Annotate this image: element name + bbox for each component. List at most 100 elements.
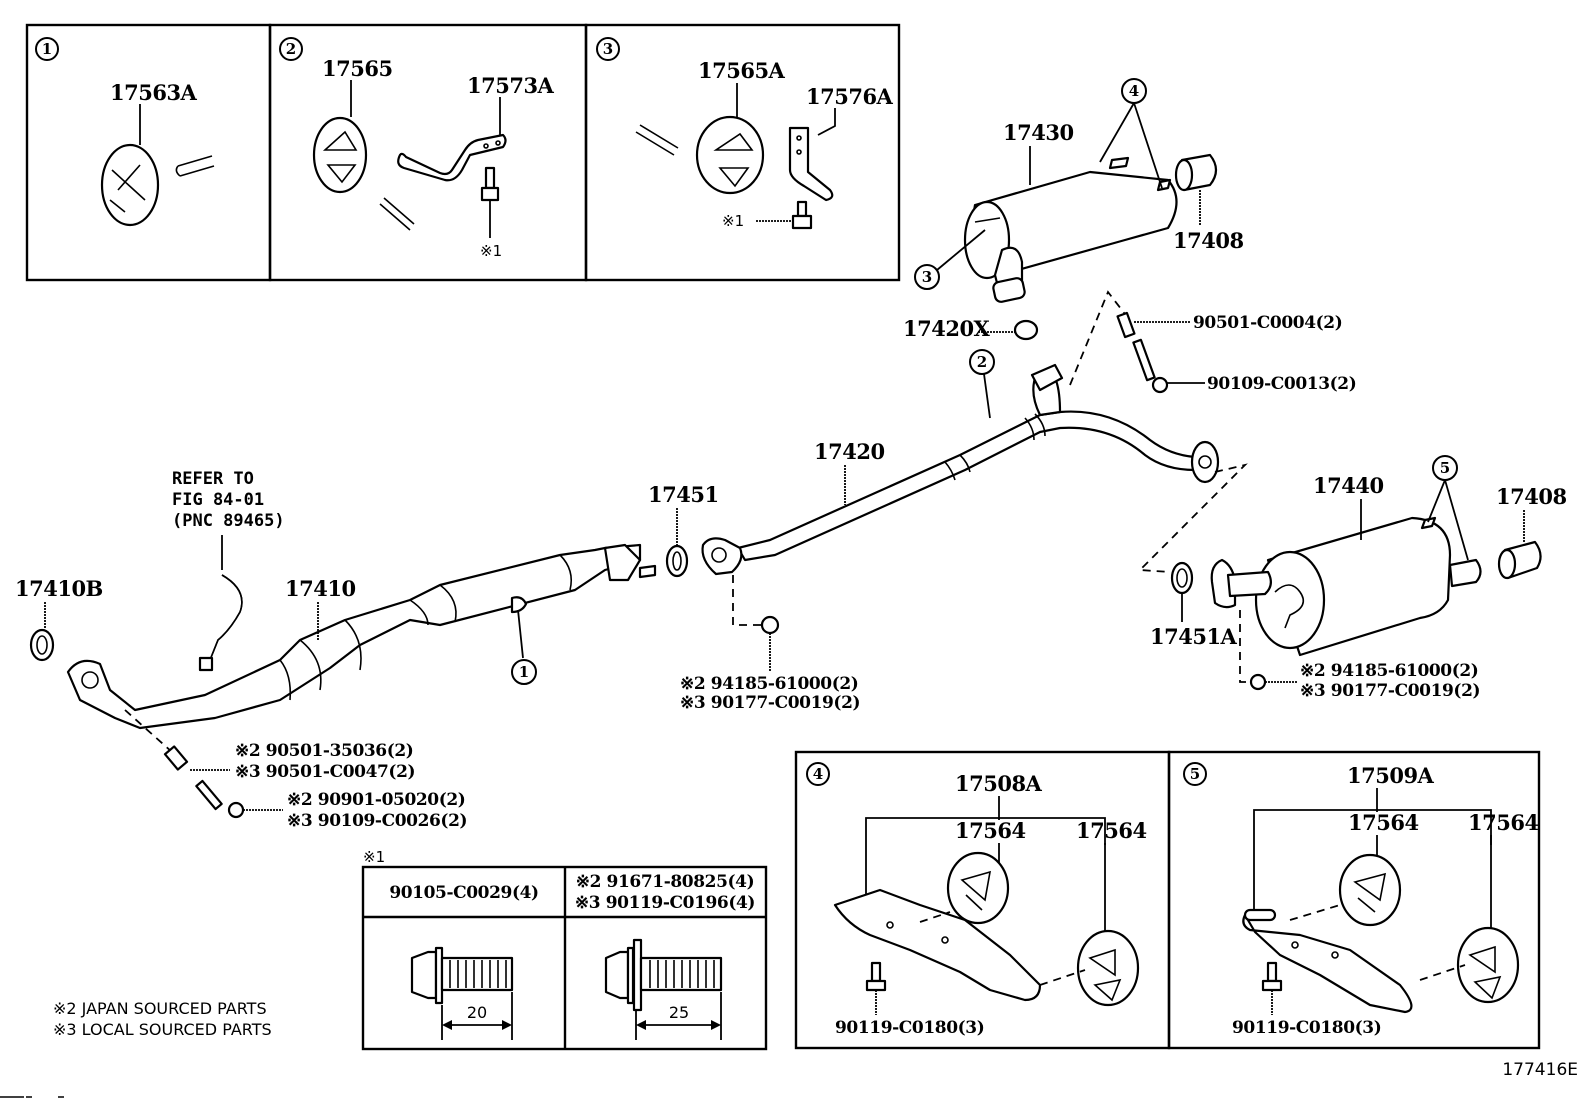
part-label-17410[interactable]: 17410 bbox=[285, 576, 356, 601]
flange-bolt-20-icon bbox=[410, 946, 514, 1040]
oxygen-sensor-icon bbox=[198, 574, 243, 672]
bolt-icon bbox=[1132, 338, 1169, 394]
bracket-icon bbox=[397, 133, 507, 182]
part-label-17451[interactable]: 17451 bbox=[648, 482, 719, 507]
refer-to-text: REFER TO bbox=[172, 469, 254, 489]
part-label-17408-rear[interactable]: 17408 bbox=[1496, 484, 1567, 509]
bolt-table: ※1 90105-C0029(4) ※2 91671-80825(4) ※3 9… bbox=[361, 848, 768, 1051]
bolt-table-part[interactable]: 90105-C0029(4) bbox=[389, 883, 539, 903]
bolt-icon bbox=[1261, 961, 1283, 992]
part-label-nut-rear-local[interactable]: ※3 90177-C0019(2) bbox=[1300, 681, 1481, 701]
part-label-17440[interactable]: 17440 bbox=[1313, 473, 1384, 498]
part-label-17565[interactable]: 17565 bbox=[322, 56, 393, 81]
pin-icon bbox=[635, 124, 679, 156]
center-pipe-17420 bbox=[701, 363, 1220, 576]
callout-number: 3 bbox=[922, 268, 932, 286]
hanger-rubber-icon bbox=[100, 143, 160, 227]
part-label-17564[interactable]: 17564 bbox=[1348, 810, 1419, 835]
nut-icon bbox=[1249, 673, 1267, 691]
panel-5: 5 17509A 17564 17564 90119-C0180(3) bbox=[1167, 750, 1541, 1050]
callout-number: 5 bbox=[1440, 459, 1450, 477]
legend-local-sourced: ※3 LOCAL SOURCED PARTS bbox=[53, 1020, 272, 1039]
spring-icon bbox=[163, 745, 189, 771]
gasket-icon bbox=[665, 544, 689, 578]
callout-number: 4 bbox=[1129, 82, 1139, 100]
callout-number: 3 bbox=[603, 40, 613, 58]
part-label-17420[interactable]: 17420 bbox=[814, 439, 885, 464]
hanger-rubber-icon bbox=[946, 851, 1010, 925]
part-label-17430[interactable]: 17430 bbox=[1003, 120, 1074, 145]
front-muffler-17430 bbox=[963, 156, 1178, 303]
part-label-17420X[interactable]: 17420X bbox=[903, 316, 991, 341]
callout-number: 4 bbox=[813, 765, 823, 783]
callout-number: 1 bbox=[519, 663, 529, 681]
bracket-icon bbox=[833, 888, 1042, 1002]
part-label-spring-front-local[interactable]: ※3 90501-C0047(2) bbox=[235, 762, 416, 782]
panel-2: 2 17565 17573A ※1 bbox=[268, 23, 588, 282]
figure-id: 177416E bbox=[1502, 1060, 1578, 1080]
hanger-rubber-icon bbox=[1338, 853, 1402, 927]
bolt-table-part-local[interactable]: ※3 90119-C0196(4) bbox=[575, 893, 756, 913]
tail-pipe-17408-top bbox=[1174, 153, 1218, 192]
bracket-icon bbox=[788, 126, 834, 202]
part-label-nut-rear-japan[interactable]: ※2 94185-61000(2) bbox=[1300, 661, 1479, 681]
bolt-icon bbox=[195, 779, 245, 819]
part-label-90119-C0180[interactable]: 90119-C0180(3) bbox=[835, 1018, 985, 1038]
flange-bolt-25-icon bbox=[604, 938, 723, 1040]
hanger-rubber-icon bbox=[1076, 929, 1140, 1007]
part-label-17573A[interactable]: 17573A bbox=[467, 73, 555, 98]
pin-icon bbox=[379, 197, 415, 231]
bolt-icon bbox=[791, 200, 813, 230]
bolt-icon bbox=[480, 166, 500, 202]
bolt-table-title: ※1 bbox=[363, 848, 385, 866]
part-label-17451A[interactable]: 17451A bbox=[1150, 624, 1238, 649]
gasket-icon bbox=[1170, 561, 1194, 595]
part-label-17576A[interactable]: 17576A bbox=[806, 84, 894, 109]
bolt-length-20: 20 bbox=[467, 1003, 487, 1022]
part-label-bolt-front-japan[interactable]: ※2 90901-05020(2) bbox=[287, 790, 466, 810]
callout-number: 1 bbox=[42, 40, 52, 58]
part-label-17563A[interactable]: 17563A bbox=[110, 80, 198, 105]
refer-to-text: FIG 84-01 bbox=[172, 490, 264, 510]
panel-1: 1 17563A bbox=[25, 23, 272, 282]
callout-number: 2 bbox=[286, 40, 296, 58]
part-label-17410B[interactable]: 17410B bbox=[15, 576, 103, 601]
rear-muffler-17440 bbox=[1210, 516, 1482, 657]
callout-number: 5 bbox=[1190, 765, 1200, 783]
bracket-icon bbox=[1242, 908, 1413, 1014]
part-label-spring-front-japan[interactable]: ※2 90501-35036(2) bbox=[235, 741, 414, 761]
refer-to-text: (PNC 89465) bbox=[172, 511, 285, 531]
part-label-17509A[interactable]: 17509A bbox=[1347, 763, 1435, 788]
part-label-90109-C0013[interactable]: 90109-C0013(2) bbox=[1207, 374, 1357, 394]
nut-icon bbox=[760, 615, 780, 635]
bolt-table-part-japan[interactable]: ※2 91671-80825(4) bbox=[576, 872, 755, 892]
part-label-bolt-front-local[interactable]: ※3 90109-C0026(2) bbox=[287, 811, 468, 831]
hanger-rubber-icon bbox=[312, 116, 368, 194]
fastener-ref-mark: ※1 bbox=[480, 242, 502, 260]
part-label-17408-top[interactable]: 17408 bbox=[1173, 228, 1244, 253]
part-label-17564[interactable]: 17564 bbox=[1468, 810, 1539, 835]
spring-icon bbox=[1116, 311, 1136, 339]
callout-number: 2 bbox=[977, 353, 987, 371]
fastener-ref-mark: ※1 bbox=[722, 212, 744, 230]
callout-circle bbox=[35, 37, 59, 61]
gasket-icon bbox=[1013, 319, 1039, 341]
part-label-nut-center-local[interactable]: ※3 90177-C0019(2) bbox=[680, 693, 861, 713]
part-label-90501-C0004[interactable]: 90501-C0004(2) bbox=[1193, 313, 1343, 333]
pin-icon bbox=[175, 155, 215, 177]
part-label-nut-center-japan[interactable]: ※2 94185-61000(2) bbox=[680, 674, 859, 694]
hanger-rubber-icon bbox=[695, 115, 765, 195]
bolt-icon bbox=[865, 961, 887, 992]
gasket-icon bbox=[29, 628, 55, 662]
panel-3: 3 17565A 17576A ※1 bbox=[584, 23, 901, 282]
part-label-90119-C0180[interactable]: 90119-C0180(3) bbox=[1232, 1018, 1382, 1038]
tail-pipe-17408-rear bbox=[1497, 540, 1542, 580]
hanger-rubber-icon bbox=[1456, 926, 1520, 1004]
legend-japan-sourced: ※2 JAPAN SOURCED PARTS bbox=[53, 999, 267, 1018]
part-label-17564[interactable]: 17564 bbox=[955, 818, 1026, 843]
part-label-17508A[interactable]: 17508A bbox=[955, 771, 1043, 796]
panel-4: 4 17508A 17564 17564 90119-C0180(3) bbox=[794, 750, 1171, 1050]
part-label-17564[interactable]: 17564 bbox=[1076, 818, 1147, 843]
part-label-17565A[interactable]: 17565A bbox=[698, 58, 786, 83]
